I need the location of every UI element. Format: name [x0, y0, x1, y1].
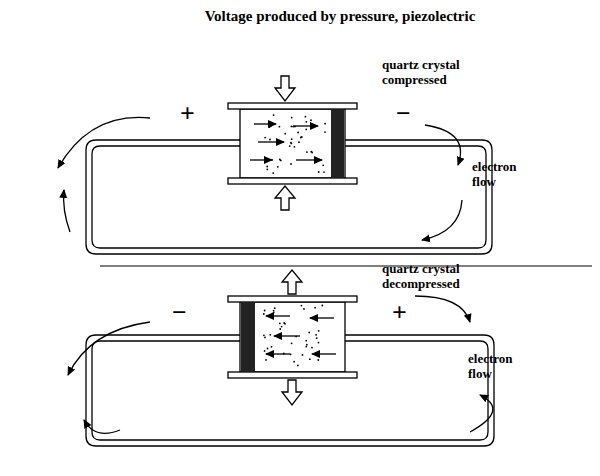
electron-flow-label: electron flow — [472, 160, 532, 190]
crystal-state-label: quartz crystal decompressed — [382, 262, 502, 292]
diagram-title: Voltage produced by pressure, piezolectr… — [205, 8, 476, 25]
pressure-arrow — [275, 76, 302, 405]
divider-line — [100, 266, 592, 267]
polarity-sign: + — [392, 300, 407, 326]
polarity-sign: − — [172, 300, 187, 326]
electron-flow-label: electron flow — [468, 352, 528, 382]
polarity-sign: + — [180, 101, 195, 127]
quartz-crystal — [228, 296, 357, 378]
crystal-state-label: quartz crystal compressed — [382, 58, 502, 88]
polarity-sign: − — [396, 101, 411, 127]
quartz-crystal — [228, 103, 357, 184]
